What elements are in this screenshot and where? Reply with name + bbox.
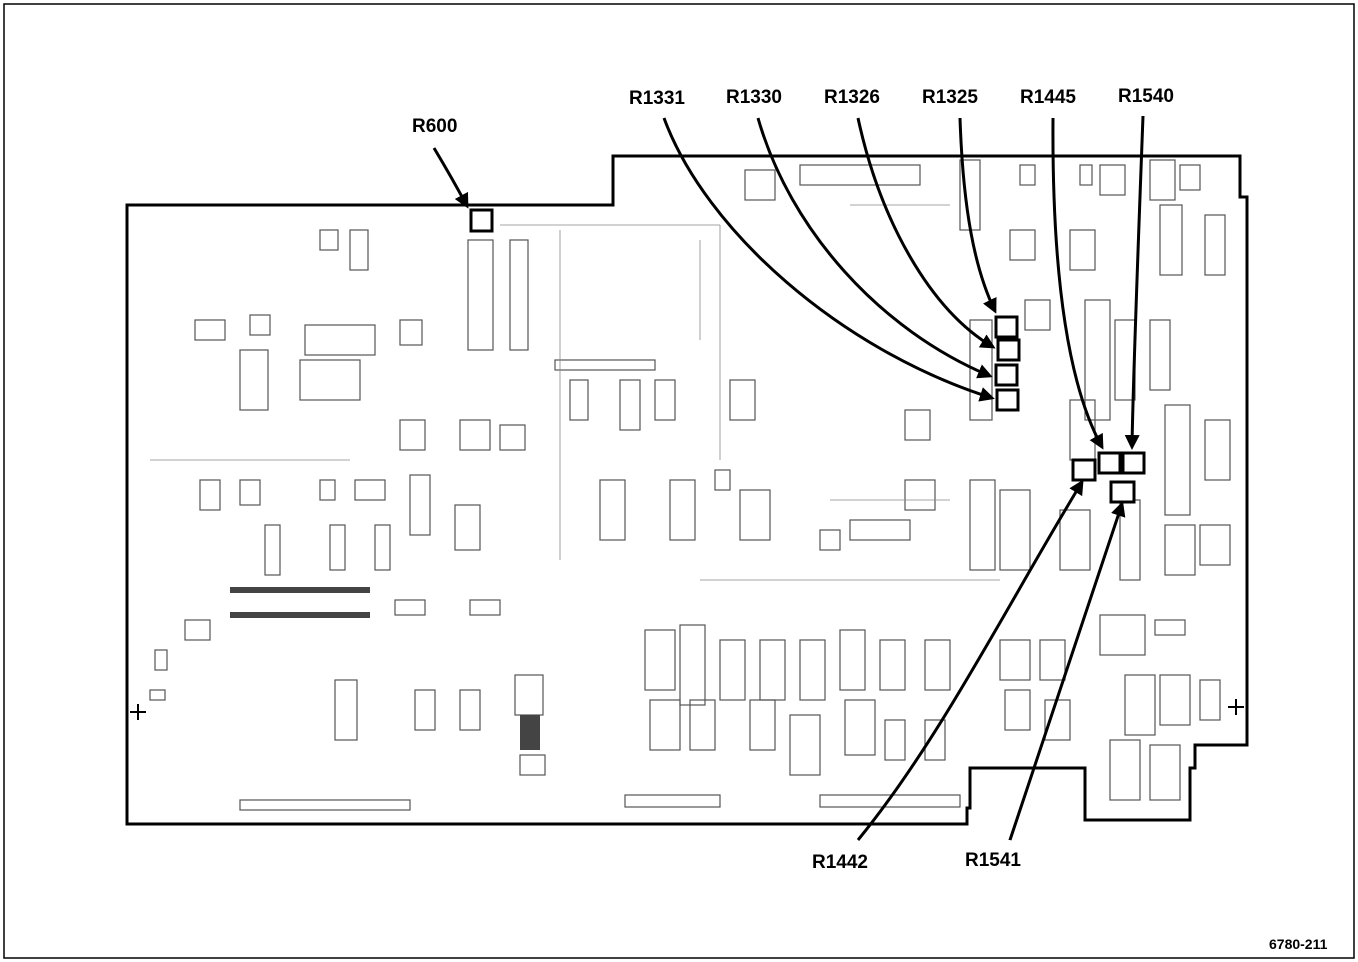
marker-r1540 — [1121, 451, 1146, 475]
label-r1331: R1331 — [629, 88, 685, 109]
mounting-hole-left — [130, 704, 146, 720]
marker-r1326 — [996, 338, 1021, 362]
figure-number: 6780-211 — [1269, 936, 1328, 952]
page-frame — [3, 3, 1355, 959]
label-r1445: R1445 — [1020, 87, 1076, 108]
label-r1541: R1541 — [965, 850, 1021, 871]
mounting-hole-right — [1228, 699, 1244, 715]
marker-r1541 — [1109, 480, 1136, 504]
marker-r1331 — [995, 388, 1020, 412]
label-r600: R600 — [412, 116, 457, 137]
marker-r1445 — [1097, 451, 1122, 475]
marker-r600 — [469, 208, 494, 233]
label-r1325: R1325 — [922, 87, 978, 108]
circuit-board-outline — [125, 154, 1249, 826]
marker-r1442 — [1071, 458, 1097, 482]
marker-r1330 — [994, 363, 1019, 387]
leader-arrows — [432, 115, 1145, 841]
label-r1326: R1326 — [824, 87, 880, 108]
adjustment-markers — [469, 208, 1146, 504]
marker-r1325 — [994, 315, 1019, 339]
label-r1442: R1442 — [812, 852, 868, 873]
label-r1330: R1330 — [726, 87, 782, 108]
label-r1540: R1540 — [1118, 86, 1174, 107]
